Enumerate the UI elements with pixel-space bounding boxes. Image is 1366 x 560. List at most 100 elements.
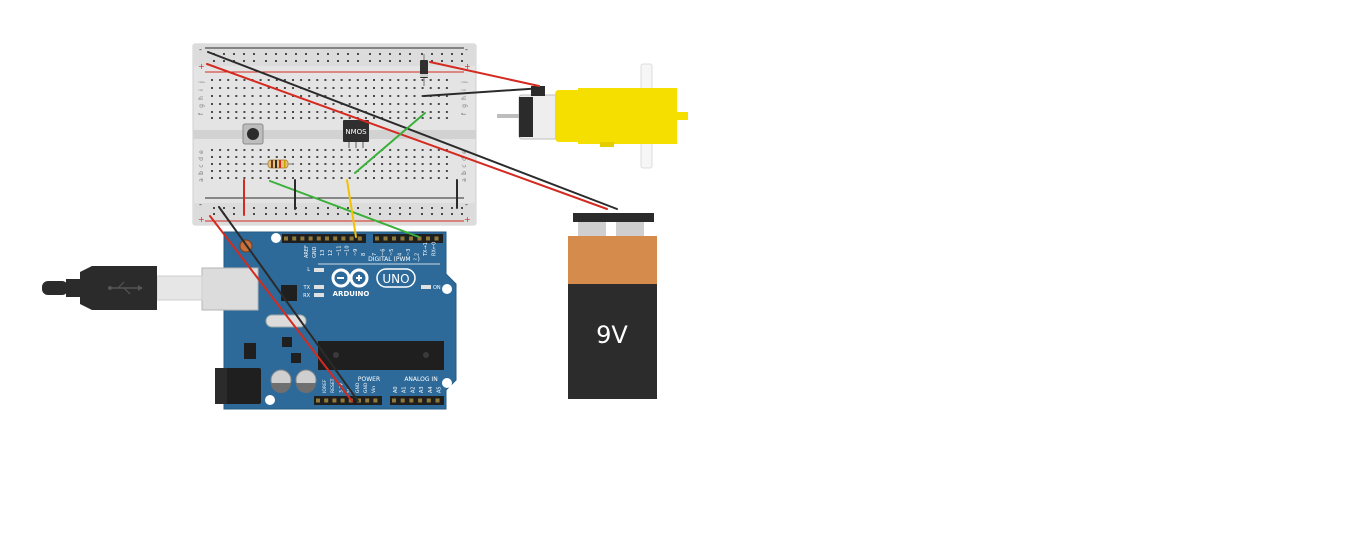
breadboard-hole	[340, 117, 343, 119]
breadboard-hole	[356, 103, 359, 105]
breadboard-hole	[429, 103, 432, 105]
rail-minus-top-right: -	[465, 45, 468, 54]
breadboard-hole	[275, 79, 278, 81]
breadboard-hole	[413, 149, 416, 151]
breadboard-hole	[413, 103, 416, 105]
breadboard-hole	[337, 60, 339, 62]
breadboard-hole	[243, 53, 245, 55]
nmos-label: NMOS	[345, 128, 367, 136]
breadboard-hole	[405, 79, 408, 81]
breadboard-hole	[292, 111, 294, 113]
breadboard-hole	[421, 170, 424, 172]
breadboard-hole	[421, 163, 424, 165]
breadboard-hole	[337, 207, 339, 209]
breadboard-hole	[405, 103, 408, 105]
breadboard-hole	[373, 177, 375, 179]
breadboard-hole	[348, 103, 351, 105]
breadboard-hole	[364, 149, 367, 151]
breadboard-hole	[327, 207, 329, 209]
breadboard-hole	[259, 149, 262, 151]
breadboard-hole	[259, 163, 262, 165]
breadboard-hole	[437, 79, 440, 81]
breadboard-hole	[300, 111, 303, 113]
breadboard-hole	[253, 53, 255, 55]
breadboard-hole	[305, 60, 307, 62]
rx-label: RX	[303, 293, 310, 299]
breadboard-hole	[235, 170, 238, 172]
breadboard-hole	[308, 103, 311, 105]
power-pin-label: GND	[363, 382, 369, 393]
breadboard-hole	[317, 213, 319, 215]
digital-pin-label: ~10	[345, 245, 351, 256]
breadboard-hole	[267, 149, 270, 151]
breadboard-hole	[243, 163, 246, 165]
header-pin	[435, 398, 440, 403]
breadboard-hole	[227, 149, 230, 151]
breadboard-hole	[324, 149, 327, 151]
breadboard-hole	[381, 156, 384, 158]
breadboard-hole	[267, 156, 270, 158]
aref-label: AREF	[304, 245, 310, 258]
breadboard-hole	[275, 60, 277, 62]
breadboard-hole	[300, 79, 303, 81]
breadboard-hole	[332, 111, 335, 113]
breadboard-hole	[324, 170, 327, 172]
breadboard-hole	[405, 87, 408, 89]
breadboard-hole	[243, 60, 245, 62]
breadboard-hole	[445, 87, 448, 89]
breadboard-hole	[381, 177, 384, 179]
breadboard-hole	[340, 163, 343, 165]
gnd-label: GND	[312, 246, 318, 258]
breadboard-hole	[227, 177, 230, 179]
breadboard-hole	[399, 60, 401, 62]
breadboard-hole	[211, 79, 213, 81]
breadboard-hole	[429, 156, 432, 158]
breadboard-hole	[369, 207, 371, 209]
tx-label: TX	[303, 285, 311, 291]
breadboard-hole	[243, 95, 246, 97]
breadboard-hole	[283, 95, 286, 97]
wire-red-5v	[209, 215, 353, 402]
breadboard-hole	[429, 117, 432, 119]
breadboard-hole	[324, 177, 327, 179]
breadboard-hole	[332, 163, 335, 165]
digital-pin-label: 4	[398, 253, 404, 256]
breadboard-hole	[413, 117, 416, 119]
header-pin	[400, 398, 405, 403]
header-pin	[333, 236, 338, 241]
breadboard-hole	[389, 111, 392, 113]
breadboard-hole	[332, 117, 335, 119]
breadboard-hole	[251, 95, 254, 97]
row-letter-g-left: g	[198, 104, 205, 108]
header-pin	[332, 398, 337, 403]
header-pins	[284, 236, 440, 403]
header-pin	[375, 236, 379, 241]
push-button[interactable]	[242, 123, 264, 145]
breadboard-hole	[356, 95, 359, 97]
row-letter-e-right: e	[461, 150, 468, 154]
breadboard-hole	[379, 60, 381, 62]
breadboard-hole	[429, 79, 432, 81]
breadboard-hole	[243, 79, 246, 81]
breadboard-hole	[413, 95, 416, 97]
breadboard-hole	[213, 207, 215, 209]
breadboard-hole	[405, 117, 408, 119]
breadboard-hole	[340, 177, 343, 179]
breadboard-hole	[340, 170, 343, 172]
breadboard-hole	[429, 177, 432, 179]
breadboard-hole	[356, 79, 359, 81]
row-letter-c-left: c	[198, 164, 205, 167]
breadboard-hole	[373, 103, 375, 105]
breadboard-hole	[337, 53, 339, 55]
breadboard-hole	[429, 87, 432, 89]
breadboard-hole	[347, 53, 349, 55]
breadboard-hole	[364, 117, 367, 119]
breadboard-hole	[451, 213, 453, 215]
breadboard-hole	[357, 207, 359, 209]
breadboard-hole	[369, 213, 371, 215]
breadboard-hole	[332, 95, 335, 97]
breadboard-hole	[364, 156, 367, 158]
breadboard-hole	[373, 117, 375, 119]
breadboard-hole	[275, 103, 278, 105]
